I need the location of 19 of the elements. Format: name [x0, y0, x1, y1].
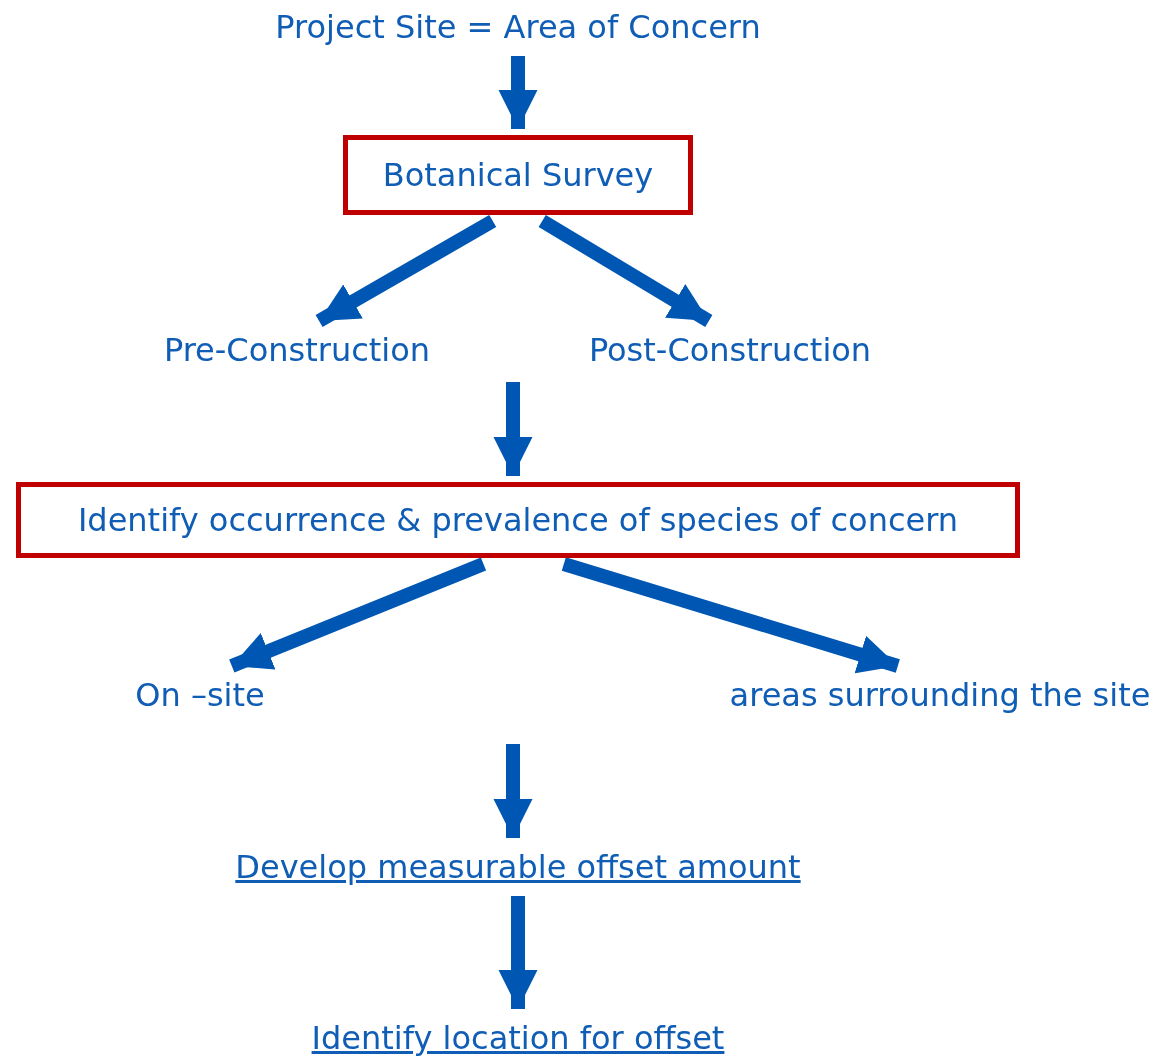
step-label: Pre-Construction [163, 331, 431, 369]
link-text: Develop measurable offset amount [235, 848, 801, 886]
block-arrow [498, 56, 538, 129]
box-label: Identify occurrence & prevalence of species of concern [77, 501, 959, 539]
step-label: areas surrounding the site [729, 676, 1151, 714]
step-label: Post-Construction [588, 331, 872, 369]
block-arrow [315, 214, 497, 328]
process-box [343, 135, 693, 215]
block-arrow [229, 557, 487, 673]
block-arrow [498, 896, 538, 1009]
step-label: On –site [135, 676, 265, 714]
process-box [16, 482, 1020, 558]
box-label: Botanical Survey [382, 156, 654, 194]
block-arrow [561, 557, 900, 674]
step-label: Project Site = Area of Concern [275, 8, 761, 46]
block-arrow [538, 215, 713, 327]
block-arrow [493, 382, 533, 476]
link-text: Identify location for offset [311, 1019, 725, 1057]
block-arrow [493, 744, 533, 838]
